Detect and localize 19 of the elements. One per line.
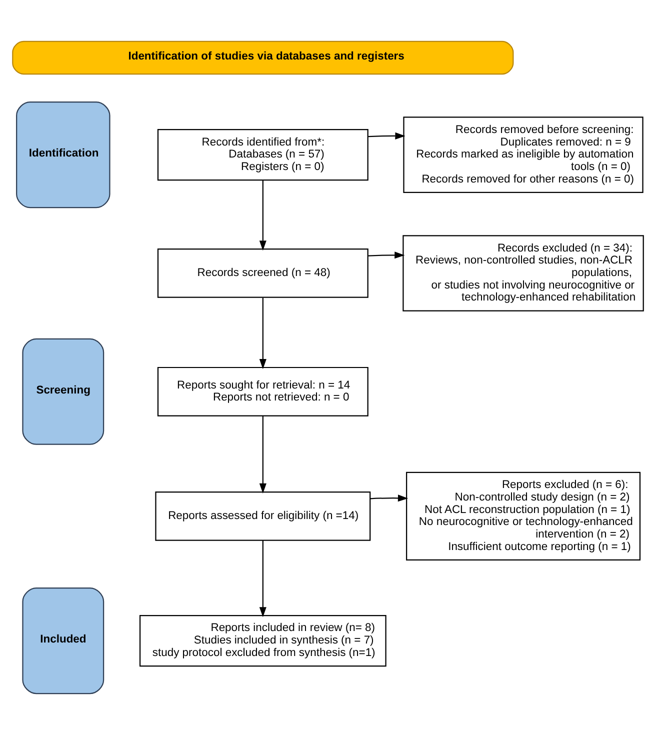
node-box: Reports assessed for eligibility (n =14) <box>155 492 371 541</box>
node-box: Records screened (n = 48) <box>157 248 368 298</box>
node-box: Records identified from*: Databases (n = 57) Registers (n = 0) <box>157 129 368 181</box>
node-box: Identification <box>16 102 110 208</box>
node-box: Included <box>22 587 104 694</box>
arrow <box>259 416 266 494</box>
node-box: Identification of studies via databases and registers <box>12 40 514 75</box>
node-box: Screening <box>22 338 104 445</box>
arrow <box>259 180 266 251</box>
arrow <box>368 252 405 259</box>
arrow <box>259 540 266 618</box>
arrow <box>259 298 266 370</box>
node-box: Reports included in review (n= 8) Studies included in synthesis (n = 7) study protocol excluded from synthesis (n=1) <box>139 614 386 667</box>
arrow <box>368 132 406 140</box>
node-box: Reports sought for retrieval: n = 14 Reports not retrieved: n = 0 <box>157 366 368 416</box>
arrow <box>370 494 408 502</box>
node-box: Records excluded (n = 34): Reviews, non-controlled studies, non-ACLR populations, or studies not involving neurocognitive or technology-enhanced rehabilitation <box>402 235 644 312</box>
node-box: Reports excluded (n = 6): Non-controlled study design (n = 2) Not ACL reconstruction population (n = 1) No neurocognitive or technology-enhanced intervention (n = 2) Insufficient outcome reporting (n = 1) <box>406 472 641 561</box>
node-box: Records removed before screening: Duplicates removed: n = 9 Records marked as ineligible by automation tools (n = 0) Records removed for other reasons (n = 0) <box>403 116 644 193</box>
